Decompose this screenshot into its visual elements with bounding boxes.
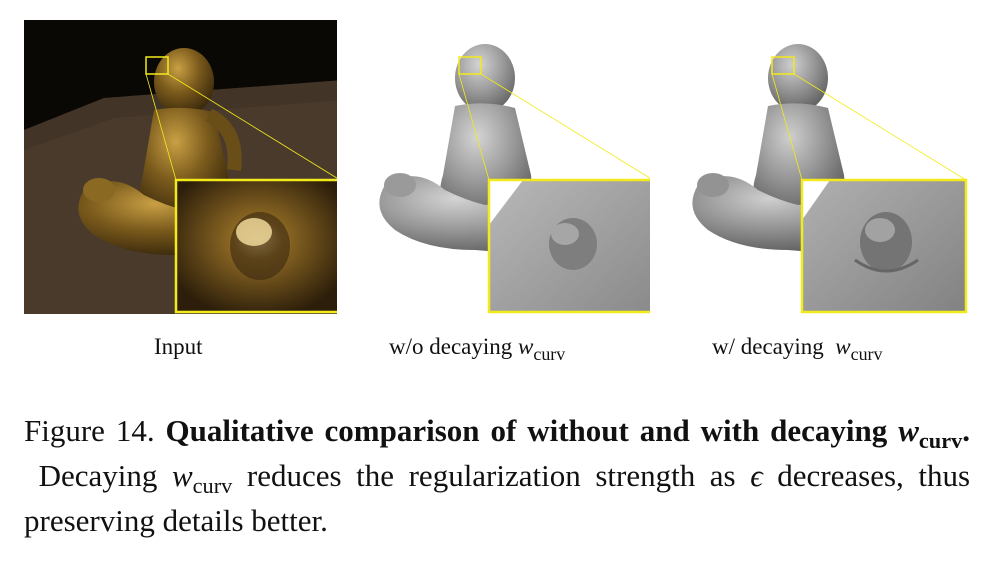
label-without-decaying: w/o decaying wcurv <box>389 334 566 364</box>
label-input: Input <box>154 334 203 359</box>
zoom-source-box <box>458 56 482 75</box>
render-without-decay <box>337 20 657 314</box>
zoom-inset <box>174 178 342 314</box>
figure-number: Figure 14. <box>24 413 155 448</box>
zoom-source-box <box>771 56 795 75</box>
figure-caption: Figure 14. Qualitative comparison of wit… <box>24 413 971 538</box>
zoom-source-box <box>145 56 169 75</box>
zoom-inset <box>800 178 968 314</box>
render-with-decay <box>650 20 970 314</box>
input-photo <box>24 20 344 314</box>
caption-title: Qualitative comparison of without and wi… <box>165 413 970 453</box>
label-with-decaying: w/ decaying wcurv <box>712 334 883 364</box>
zoom-inset <box>487 178 655 314</box>
